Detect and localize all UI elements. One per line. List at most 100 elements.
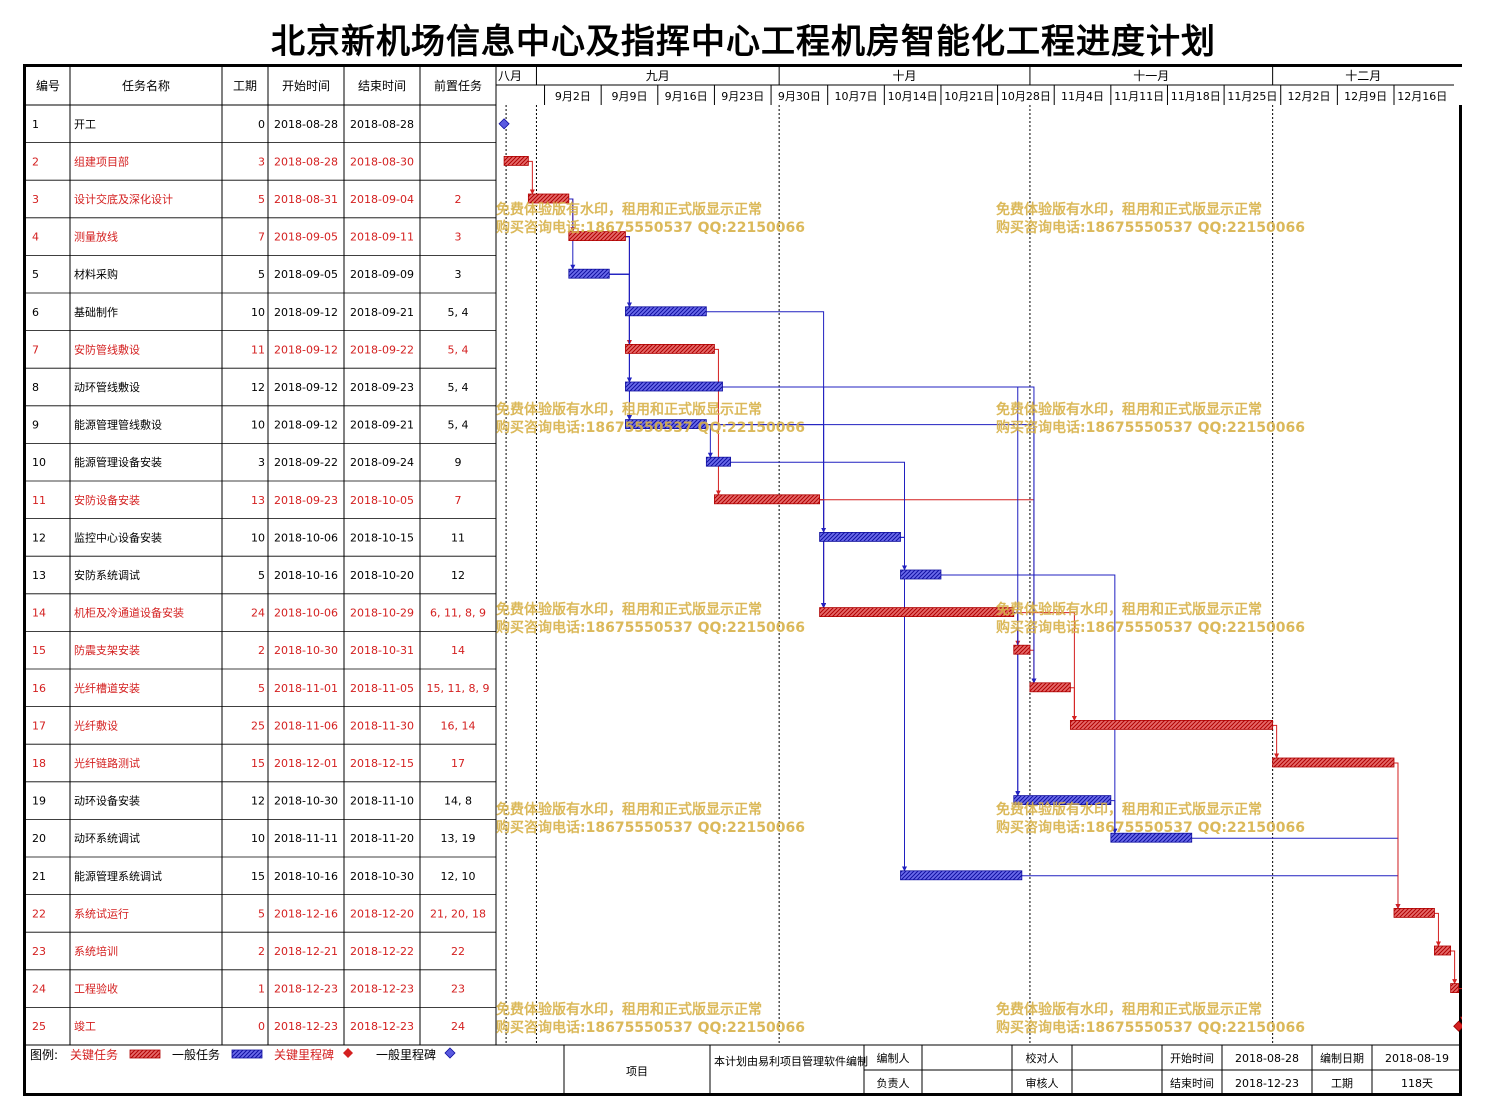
cell-duration: 5 xyxy=(258,682,265,695)
dependency-link xyxy=(730,461,907,872)
cell-pred: 15, 11, 8, 9 xyxy=(427,682,490,695)
month-label: 十一月 xyxy=(1133,69,1169,83)
cell-duration: 12 xyxy=(251,795,265,808)
cell-end: 2018-10-20 xyxy=(350,569,414,582)
dependency-link xyxy=(609,273,632,308)
cell-pred: 3 xyxy=(455,268,462,281)
watermark-line2: 购买咨询电话:18675550537 QQ:22150066 xyxy=(996,819,1305,836)
cell-end: 2018-09-11 xyxy=(350,231,414,244)
dependency-link xyxy=(1029,649,1037,684)
cell-id: 19 xyxy=(32,795,46,808)
cell-id: 3 xyxy=(32,193,39,206)
dependency-link xyxy=(1021,875,1401,909)
cell-start: 2018-10-16 xyxy=(274,870,338,883)
dependency-link xyxy=(1013,612,1077,721)
cell-end: 2018-09-21 xyxy=(350,419,414,432)
cell-id: 6 xyxy=(32,306,39,319)
dependency-link xyxy=(1013,612,1021,797)
cell-name: 基础制作 xyxy=(74,306,118,319)
task-bar xyxy=(1393,908,1435,918)
cell-pred: 23 xyxy=(451,983,465,996)
month-label: 十二月 xyxy=(1345,69,1381,83)
dependency-link xyxy=(1450,950,1458,985)
cell-id: 23 xyxy=(32,945,46,958)
cell-start: 2018-09-12 xyxy=(274,419,338,432)
legend-critical-milestone-diamond-icon xyxy=(343,1048,353,1058)
cell-id: 15 xyxy=(32,644,46,657)
gantt-chart: 编号 任务名称 工期 开始时间 结束时间 前置任务 八月九月十月十一月十二月9月… xyxy=(26,67,1462,1095)
dependency-link xyxy=(706,424,827,609)
milestone-diamond-icon xyxy=(498,118,510,130)
cell-end: 2018-11-20 xyxy=(350,832,414,845)
watermark-line2: 购买咨询电话:18675550537 QQ:22150066 xyxy=(996,219,1305,236)
cell-id: 12 xyxy=(32,531,46,544)
footer-start-value: 2018-08-28 xyxy=(1235,1052,1299,1065)
task-bar xyxy=(625,381,723,392)
table-header: 编号 任务名称 工期 开始时间 结束时间 前置任务 xyxy=(36,78,482,93)
cell-start: 2018-09-12 xyxy=(274,343,338,356)
cell-id: 4 xyxy=(32,231,39,244)
cell-pred: 5, 4 xyxy=(448,419,469,432)
cell-end: 2018-11-30 xyxy=(350,719,414,732)
dependency-link xyxy=(1191,837,1401,909)
task-bar xyxy=(1450,983,1460,993)
cell-duration: 5 xyxy=(258,193,265,206)
header-pred: 前置任务 xyxy=(434,78,482,93)
task-bar xyxy=(1110,832,1193,843)
cell-id: 20 xyxy=(32,832,46,845)
footer-duration-value: 118天 xyxy=(1401,1077,1433,1090)
cell-duration: 7 xyxy=(258,231,265,244)
task-bar xyxy=(503,156,529,166)
cell-pred: 22 xyxy=(451,945,465,958)
watermark-line1: 免费体验版有水印，租用和正式版显示正常 xyxy=(496,401,762,418)
cell-id: 24 xyxy=(32,983,46,996)
cell-end: 2018-09-21 xyxy=(350,306,414,319)
task-bar xyxy=(1013,795,1112,805)
cell-end: 2018-10-31 xyxy=(350,644,414,657)
week-label: 9月9日 xyxy=(611,90,647,103)
cell-pred: 7 xyxy=(455,494,462,507)
cell-duration: 13 xyxy=(251,494,265,507)
cell-duration: 25 xyxy=(251,719,265,732)
watermark-line1: 免费体验版有水印，租用和正式版显示正常 xyxy=(996,401,1262,418)
cell-pred: 16, 14 xyxy=(441,719,476,732)
cell-start: 2018-09-05 xyxy=(274,268,338,281)
header-duration: 工期 xyxy=(233,79,257,93)
cell-start: 2018-09-12 xyxy=(274,381,338,394)
cell-name: 防震支架安装 xyxy=(74,643,140,657)
week-label: 12月9日 xyxy=(1344,90,1387,103)
cell-start: 2018-12-01 xyxy=(274,757,338,770)
week-label: 10月28日 xyxy=(1001,90,1051,103)
cell-start: 2018-09-12 xyxy=(274,306,338,319)
cell-name: 设计交底及深化设计 xyxy=(74,192,173,206)
legend-critical-task-label: 关键任务 xyxy=(70,1047,118,1062)
dependency-link xyxy=(625,236,632,421)
watermark-line1: 免费体验版有水印，租用和正式版显示正常 xyxy=(996,601,1262,618)
footer-note: 本计划由易利项目管理软件编制 xyxy=(714,1054,868,1068)
week-label: 9月16日 xyxy=(665,90,708,103)
cell-name: 动环系统调试 xyxy=(74,832,140,845)
cell-pred: 9 xyxy=(455,456,462,469)
dependency-link xyxy=(1272,724,1280,759)
cell-id: 21 xyxy=(32,870,46,883)
cell-id: 5 xyxy=(32,268,39,281)
watermark-line1: 免费体验版有水印，租用和正式版显示正常 xyxy=(996,201,1262,218)
watermark-line1: 免费体验版有水印，租用和正式版显示正常 xyxy=(996,1001,1262,1018)
cell-id: 18 xyxy=(32,757,46,770)
task-bar xyxy=(625,343,715,354)
cell-start: 2018-10-30 xyxy=(274,795,338,808)
cell-end: 2018-10-29 xyxy=(350,607,414,620)
task-bar xyxy=(625,306,707,317)
task-bar xyxy=(568,268,610,279)
watermark-line2: 购买咨询电话:18675550537 QQ:22150066 xyxy=(496,819,805,836)
legend: 图例: 关键任务 一般任务 关键里程碑 一般里程碑 xyxy=(30,1047,456,1062)
cell-id: 17 xyxy=(32,719,46,732)
cell-name: 光纤槽道安装 xyxy=(74,681,140,695)
cell-duration: 5 xyxy=(258,268,265,281)
cell-id: 22 xyxy=(32,907,46,920)
header-id: 编号 xyxy=(36,78,60,93)
watermark-line1: 免费体验版有水印，租用和正式版显示正常 xyxy=(496,201,762,218)
watermark-line2: 购买咨询电话:18675550537 QQ:22150066 xyxy=(496,619,805,636)
